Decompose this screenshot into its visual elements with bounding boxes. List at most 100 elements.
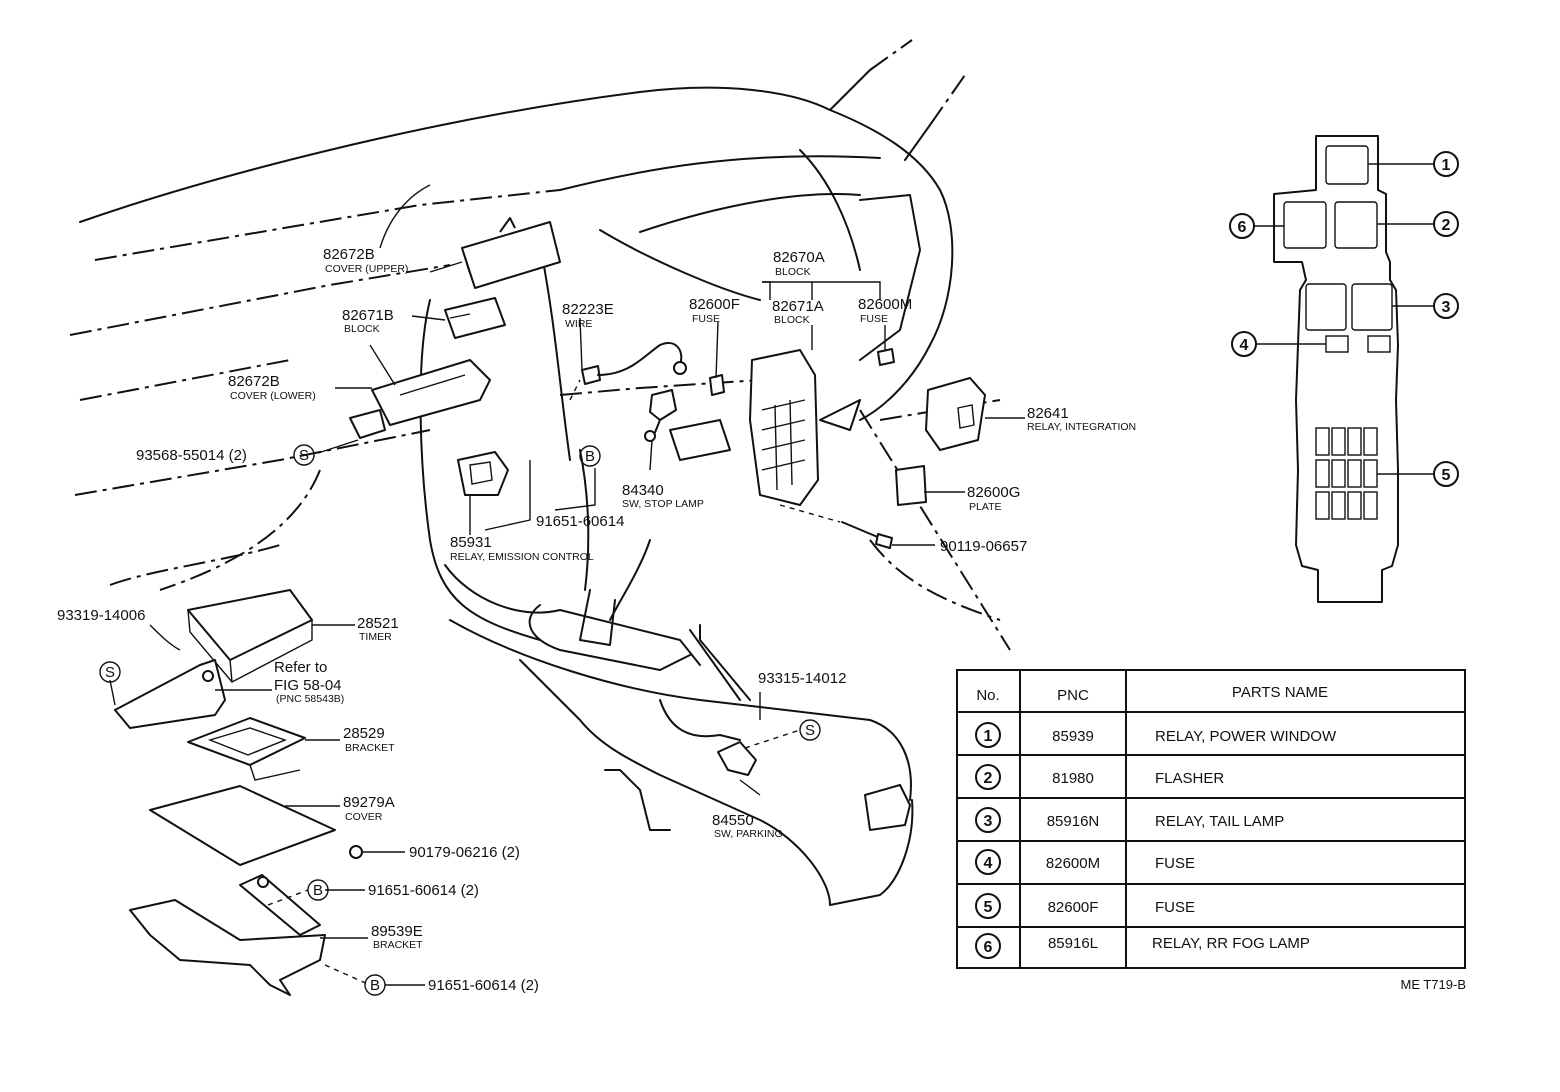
part-fuse-82600m xyxy=(877,348,895,366)
callout-pnc: 91651-60614 (2) xyxy=(368,882,479,899)
callout-pnc: 93315-14012 xyxy=(758,670,846,687)
callout-desc: BLOCK xyxy=(344,323,380,335)
part-cover-lower xyxy=(349,359,491,439)
callout-desc: COVER xyxy=(345,811,383,823)
svg-text:6: 6 xyxy=(1238,219,1247,236)
marker-1-icon: 1 xyxy=(1433,151,1459,177)
s-symbol-icon: S xyxy=(293,444,315,466)
callout-desc: FUSE xyxy=(860,313,888,325)
part-junction-block xyxy=(749,349,819,506)
part-parking-switch xyxy=(717,741,757,776)
callout-pnc: 91651-60614 (2) xyxy=(428,977,539,994)
svg-text:2: 2 xyxy=(1442,217,1451,234)
marker-6-icon: 6 xyxy=(1229,213,1255,239)
center-console xyxy=(444,449,914,906)
svg-text:B: B xyxy=(370,977,380,994)
part-wire-82223e xyxy=(581,342,687,385)
part-bracket-89539e xyxy=(129,874,326,996)
callout-pnc: 91651-60614 xyxy=(536,513,624,530)
callout-pnc: 93568-55014 (2) xyxy=(136,447,247,464)
marker-4-icon: 4 xyxy=(1231,331,1257,357)
svg-text:4: 4 xyxy=(984,855,993,872)
part-block-82671b xyxy=(444,297,506,339)
callout-pnc: 28529 xyxy=(343,725,385,742)
refer-note-line1: Refer to xyxy=(274,659,327,676)
callout-pnc: 85931 xyxy=(450,534,492,551)
svg-text:B: B xyxy=(313,882,323,899)
refer-note-line2: FIG 58-04 xyxy=(274,677,342,694)
svg-text:3: 3 xyxy=(1442,299,1451,316)
svg-text:85916N: 85916N xyxy=(1047,813,1100,830)
callout-pnc: 82600M xyxy=(858,296,912,313)
svg-text:85916L: 85916L xyxy=(1048,935,1098,952)
svg-text:RELAY, TAIL LAMP: RELAY, TAIL LAMP xyxy=(1155,813,1284,830)
refer-note-line3: (PNC 58543B) xyxy=(276,693,344,705)
s-symbol-icon: S xyxy=(799,719,821,741)
svg-text:82600F: 82600F xyxy=(1048,899,1099,916)
svg-text:5: 5 xyxy=(984,899,993,916)
svg-text:81980: 81980 xyxy=(1052,770,1094,787)
part-timer-bracket-plate xyxy=(114,659,226,729)
diagram-code: ME T719-B xyxy=(1400,977,1466,992)
callout-desc: RELAY, INTEGRATION xyxy=(1027,421,1136,433)
callout-pnc: 82223E xyxy=(562,301,614,318)
marker-2-icon: 2 xyxy=(1433,211,1459,237)
callout-pnc: 89539E xyxy=(371,923,423,940)
callout-desc: WIRE xyxy=(565,318,592,330)
svg-text:3: 3 xyxy=(984,813,993,830)
part-bracket-28529 xyxy=(187,717,306,781)
part-integration-relay xyxy=(925,377,986,451)
part-timer xyxy=(187,589,313,683)
table-row: 4 82600M FUSE xyxy=(975,849,1195,875)
callout-pnc: 82671B xyxy=(342,307,394,324)
callout-pnc: 82600G xyxy=(967,484,1020,501)
callout-desc: BLOCK xyxy=(775,266,811,278)
marker-5-icon: 5 xyxy=(1433,461,1459,487)
svg-text:85939: 85939 xyxy=(1052,728,1094,745)
callout-pnc: 90119-06657 xyxy=(940,538,1027,555)
callout-pnc: 28521 xyxy=(357,615,399,632)
svg-text:1: 1 xyxy=(1442,157,1451,174)
part-clip-90179 xyxy=(349,845,363,859)
table-row: 1 85939 RELAY, POWER WINDOW xyxy=(975,722,1337,748)
part-plate-82600g xyxy=(895,465,927,506)
leader-lines xyxy=(109,184,1025,986)
svg-text:S: S xyxy=(805,722,815,739)
svg-text:FUSE: FUSE xyxy=(1155,855,1195,872)
callout-desc: COVER (LOWER) xyxy=(230,390,316,402)
callout-pnc: 82641 xyxy=(1027,405,1069,422)
callout-pnc: 90179-06216 (2) xyxy=(409,844,520,861)
callout-desc: COVER (UPPER) xyxy=(325,263,408,275)
part-fuse-82600f xyxy=(709,374,725,396)
svg-text:6: 6 xyxy=(984,939,993,956)
svg-text:82600M: 82600M xyxy=(1046,855,1100,872)
b-symbol-icon: B xyxy=(579,445,601,467)
svg-text:RELAY, RR FOG LAMP: RELAY, RR FOG LAMP xyxy=(1152,935,1310,952)
s-symbol-icon: S xyxy=(99,661,121,683)
parts-table: No. PNC PARTS NAME 1 85939 RELAY, POWER … xyxy=(956,669,1466,969)
svg-text:1: 1 xyxy=(984,728,993,745)
svg-text:RELAY, POWER WINDOW: RELAY, POWER WINDOW xyxy=(1155,728,1337,745)
fastener-symbols: S B S B B S xyxy=(99,444,821,996)
callout-desc: BLOCK xyxy=(774,314,810,326)
b-symbol-icon: B xyxy=(364,974,386,996)
part-cover-upper xyxy=(461,217,561,289)
callout-desc: TIMER xyxy=(359,631,392,643)
callout-desc: SW, STOP LAMP xyxy=(622,498,704,510)
marker-3-icon: 3 xyxy=(1433,293,1459,319)
table-header-no: No. xyxy=(976,687,999,704)
callout-pnc: 82600F xyxy=(689,296,740,313)
callout-pnc: 82672B xyxy=(228,373,280,390)
fuse-grid xyxy=(1315,427,1378,520)
b-symbol-icon: B xyxy=(307,879,329,901)
callout-desc: BRACKET xyxy=(373,939,423,951)
callout-pnc: 84340 xyxy=(622,482,664,499)
svg-text:FLASHER: FLASHER xyxy=(1155,770,1224,787)
callout-desc: BRACKET xyxy=(345,742,395,754)
svg-text:5: 5 xyxy=(1442,467,1451,484)
callout-labels: 82672B COVER (UPPER) 82671B BLOCK 82672B… xyxy=(57,246,1136,994)
callout-pnc: 89279A xyxy=(343,794,395,811)
svg-text:S: S xyxy=(105,664,115,681)
callout-desc: RELAY, EMISSION CONTROL xyxy=(450,551,594,563)
